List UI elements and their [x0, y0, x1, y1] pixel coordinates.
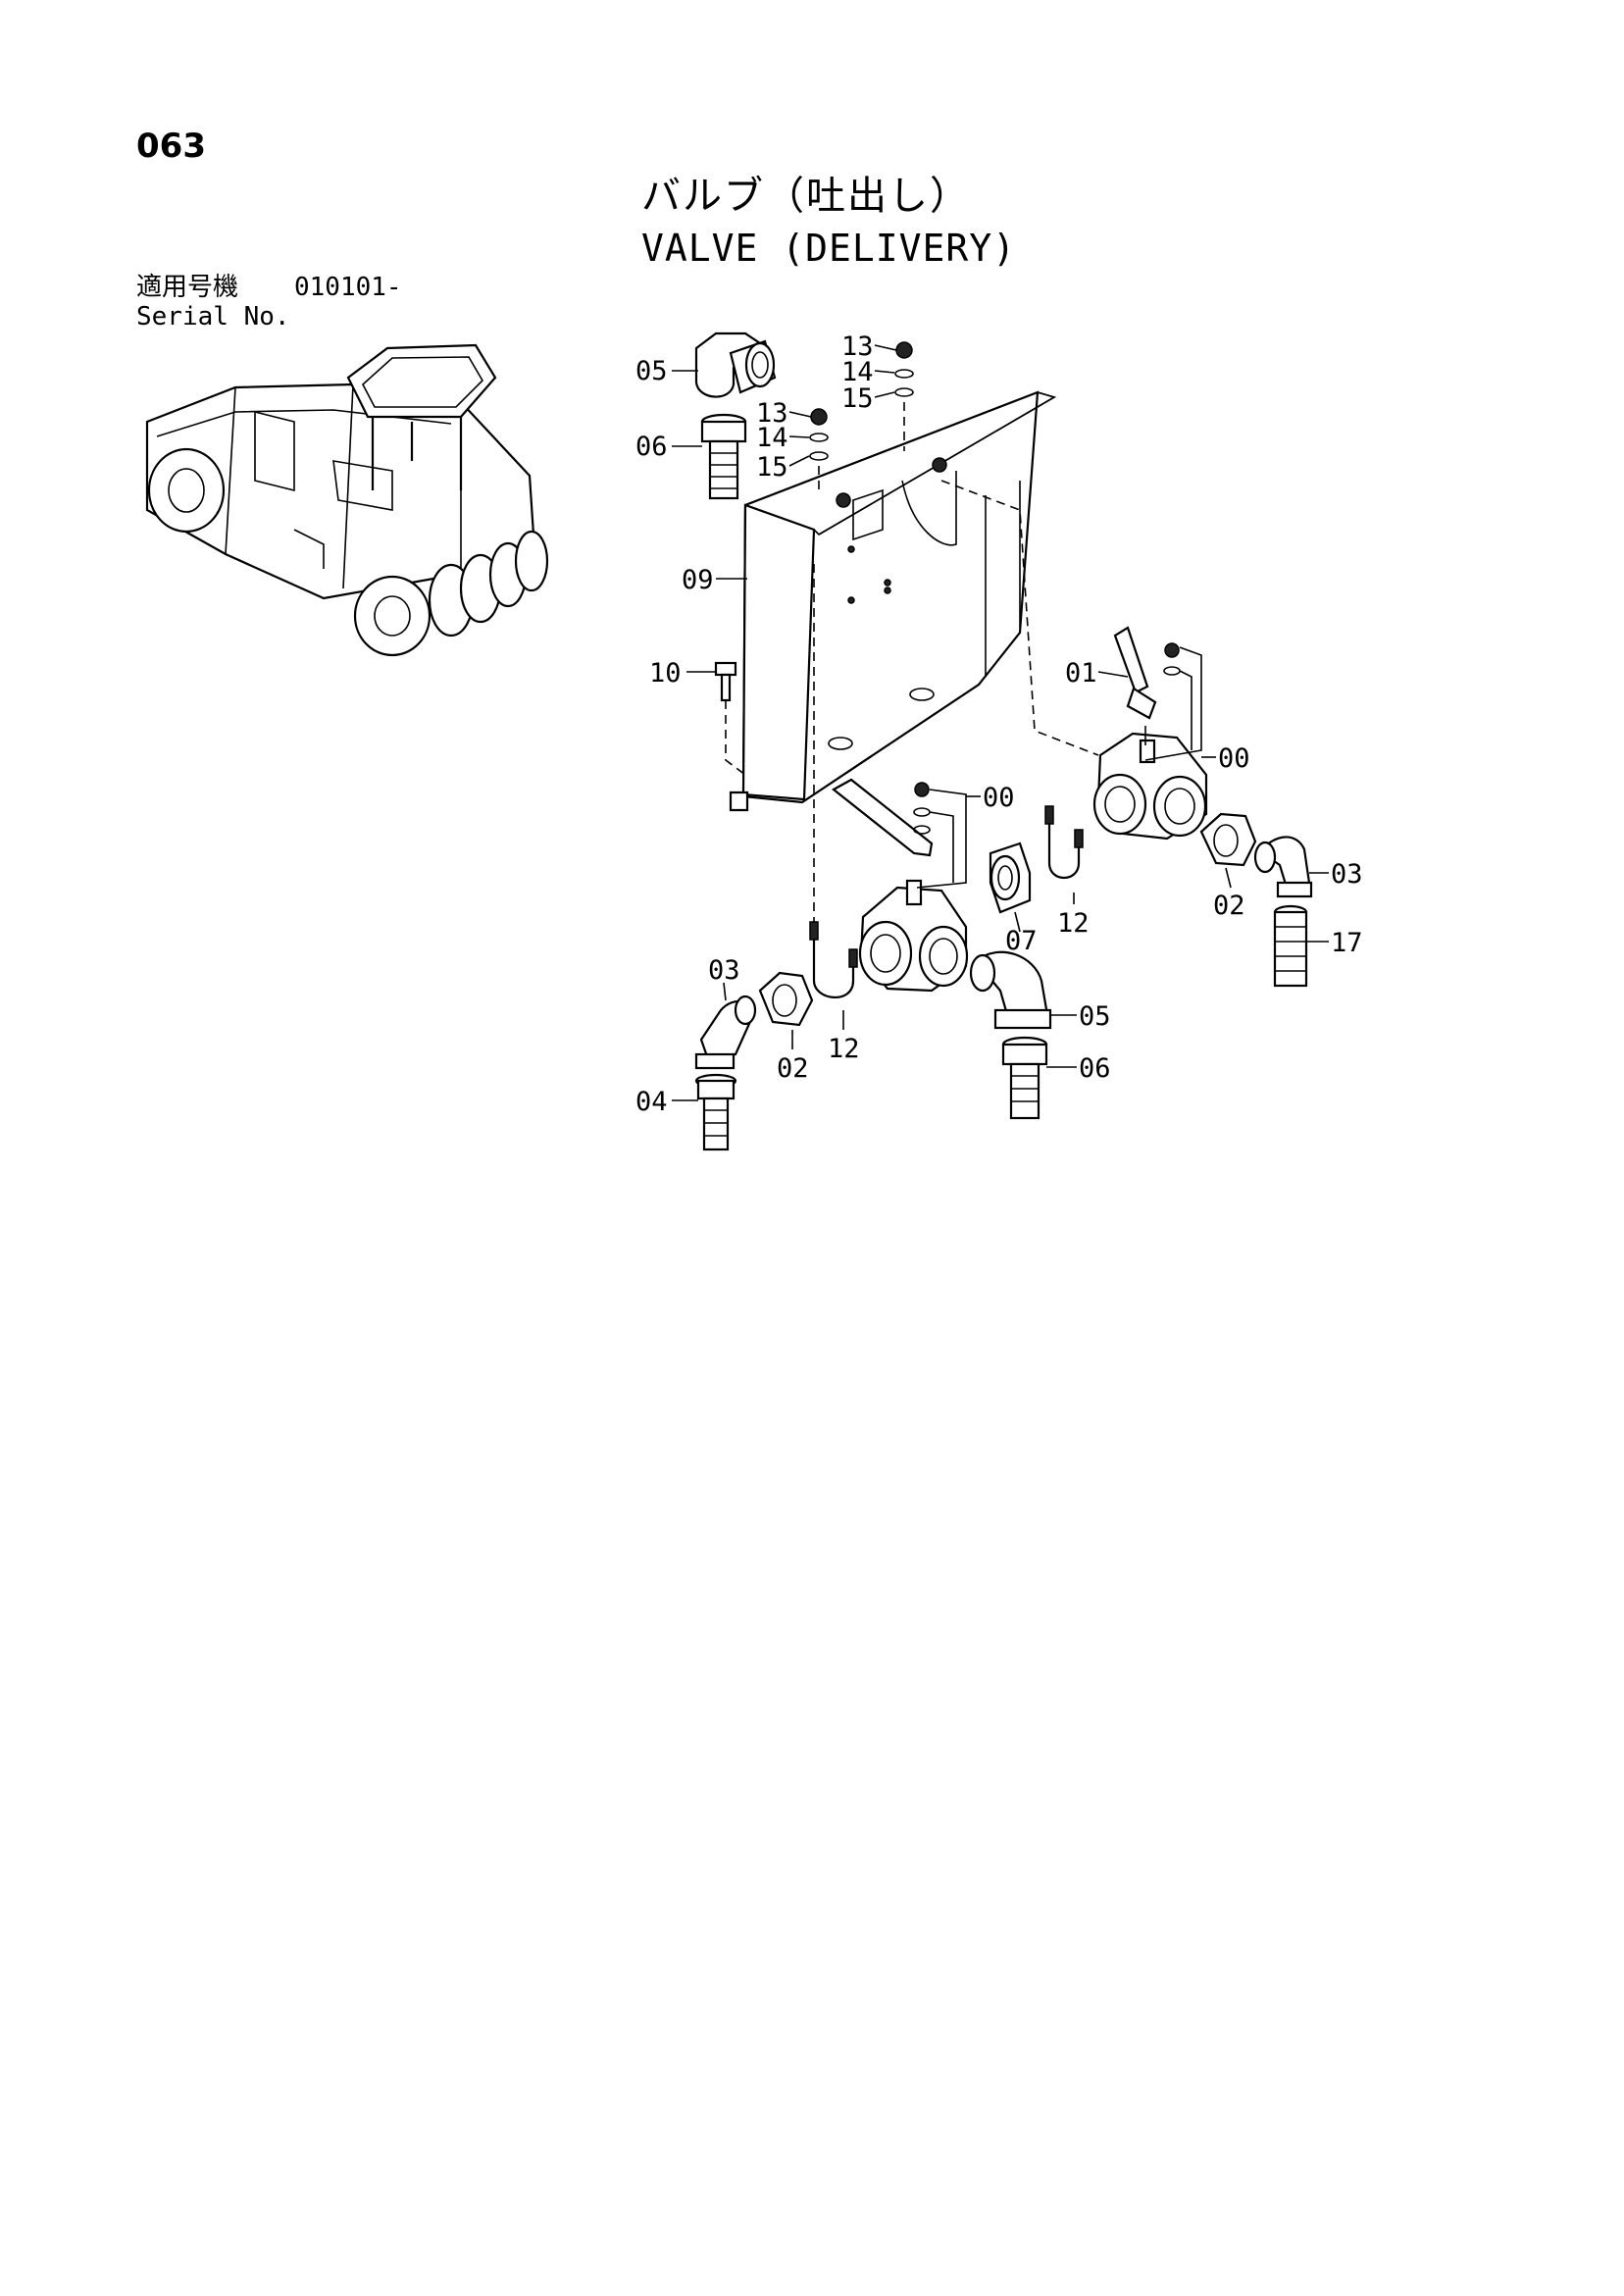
u-bolt-12-right — [1044, 805, 1084, 879]
callout-03-right: 03 — [1331, 859, 1363, 890]
coupler-04 — [694, 1073, 737, 1151]
elbow-03-left — [694, 995, 757, 1070]
title-japanese: バルブ（吐出し） — [641, 174, 971, 219]
callout-06-bottom: 06 — [1079, 1053, 1111, 1084]
nipple-07 — [989, 842, 1032, 914]
coupler-06-top — [700, 413, 747, 500]
callout-02-left: 02 — [777, 1053, 809, 1084]
lever-middle — [832, 778, 934, 857]
callout-10: 10 — [649, 658, 682, 689]
callout-00-middle: 00 — [983, 783, 1015, 813]
callout-03-left: 03 — [708, 955, 740, 986]
serial-number-value: 010101- — [294, 273, 402, 302]
nipple-17 — [1273, 904, 1308, 988]
callout-00-right: 00 — [1218, 743, 1250, 774]
bracket-plate — [729, 390, 1057, 812]
callout-07: 07 — [1005, 926, 1038, 956]
callout-06-top: 06 — [635, 432, 668, 462]
callout-17: 17 — [1331, 928, 1363, 958]
elbow-05-bottom — [969, 950, 1052, 1030]
title-english: VALVE (DELIVERY) — [641, 227, 1017, 270]
valve-00-middle — [858, 879, 969, 993]
callout-labels: 05 06 13 14 15 13 14 15 09 10 01 00 00 0… — [635, 332, 1363, 1117]
callout-14-lower: 14 — [756, 423, 788, 453]
serial-label-japanese: 適用号機 — [136, 273, 239, 302]
callout-01: 01 — [1065, 658, 1097, 689]
valve-00-right — [1092, 726, 1208, 841]
reducer-02-right — [1199, 812, 1257, 867]
elbow-03-right — [1253, 836, 1313, 898]
serial-label-english: Serial No. — [136, 302, 290, 332]
callout-02-right: 02 — [1213, 891, 1245, 921]
coupler-06-bottom — [1001, 1036, 1048, 1120]
callout-14-upper: 14 — [841, 357, 874, 387]
leader-dashed-right — [940, 480, 1099, 756]
callout-leaders — [672, 344, 1329, 1101]
u-bolt-12-left — [809, 921, 858, 998]
page-number: 063 — [136, 127, 206, 166]
callout-04: 04 — [635, 1087, 668, 1117]
machine-thumbnail — [145, 343, 549, 657]
callout-05-bottom: 05 — [1079, 1001, 1111, 1032]
callout-12-right: 12 — [1057, 908, 1090, 939]
callout-12-left: 12 — [828, 1034, 860, 1064]
lever-01 — [1113, 626, 1181, 720]
callout-05-top: 05 — [635, 356, 668, 386]
callout-09: 09 — [682, 565, 714, 595]
callout-13-upper: 13 — [841, 332, 874, 362]
bolt-10 — [714, 661, 746, 776]
callout-15-upper: 15 — [841, 383, 874, 414]
reducer-02-left — [758, 971, 814, 1027]
callout-15-lower: 15 — [756, 452, 788, 483]
elbow-05-top — [694, 332, 777, 398]
callout-13-lower: 13 — [756, 398, 788, 429]
hardware-stack-upper — [894, 341, 914, 451]
